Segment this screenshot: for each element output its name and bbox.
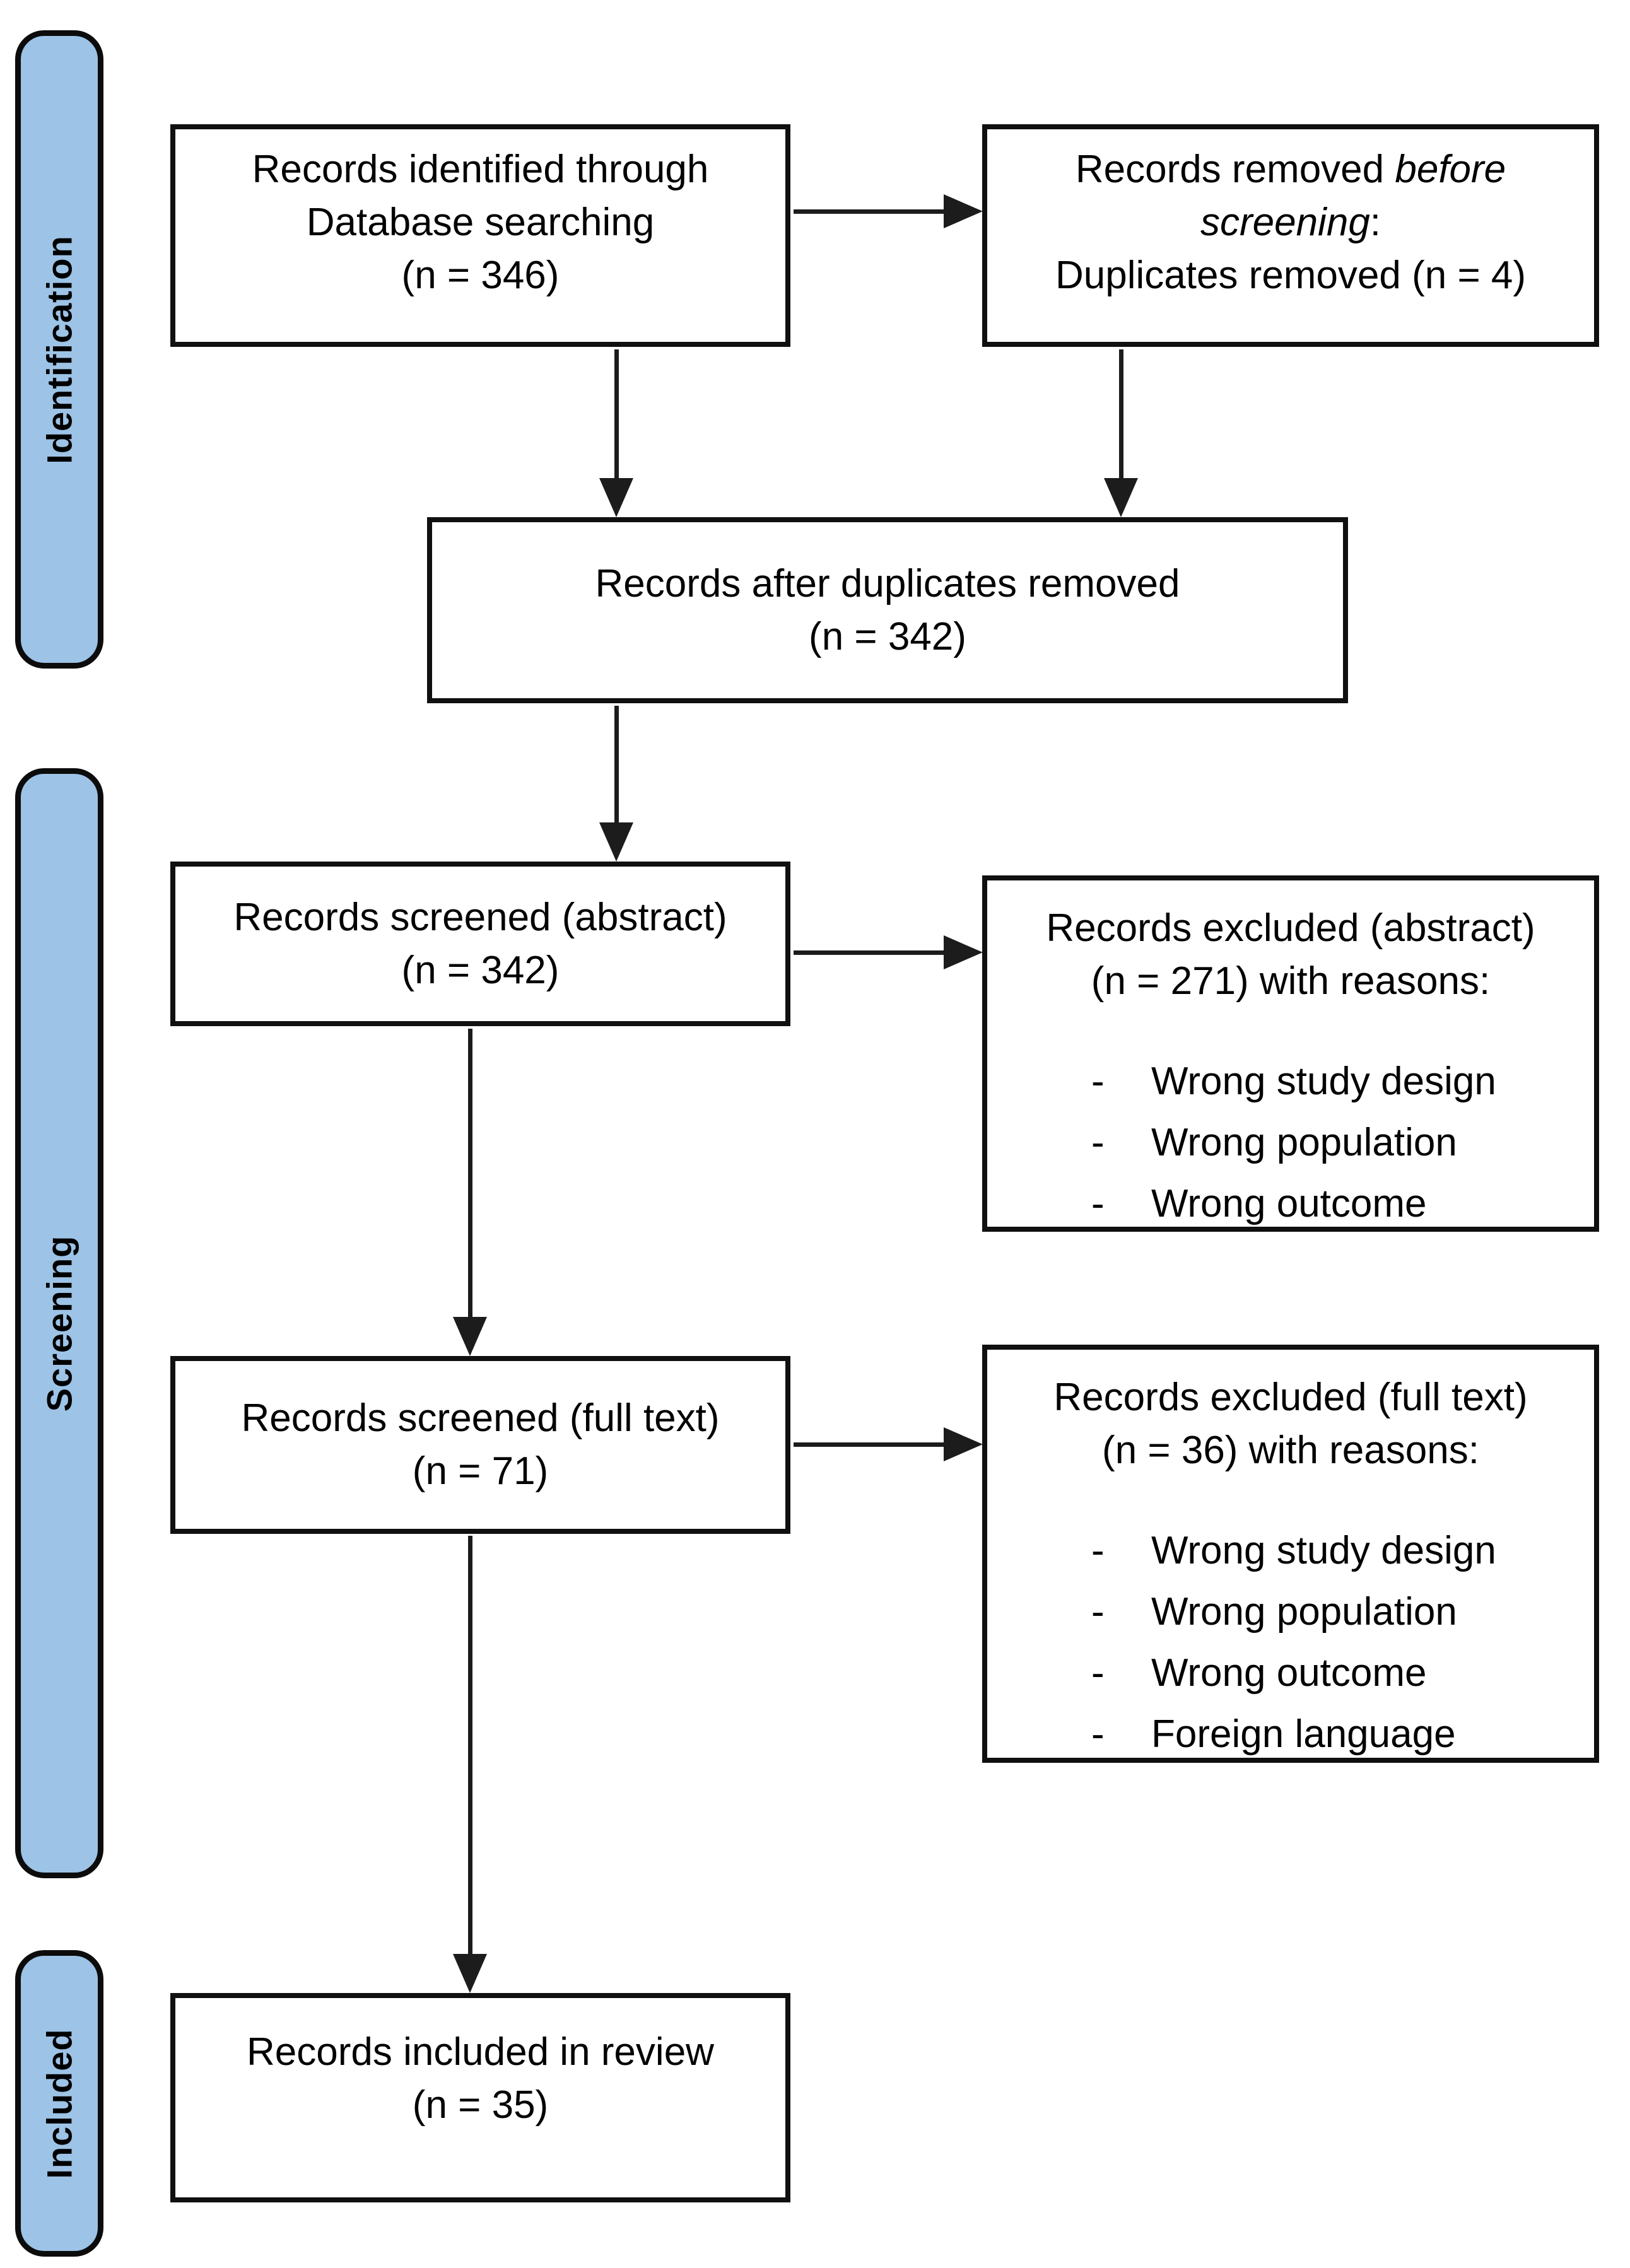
bullet-dash: - — [1091, 1651, 1105, 1695]
box-text-line: Records excluded (abstract) — [1046, 906, 1535, 950]
stage-bar-screening: Screening — [15, 768, 103, 1878]
exclusion-reason-text: Wrong study design — [1151, 1529, 1496, 1572]
exclusion-reason-text: Wrong population — [1151, 1590, 1457, 1634]
box-count-line: (n = 36) with reasons: — [1102, 1429, 1479, 1472]
exclusion-reason-list: - Wrong study design - Wrong population … — [987, 1051, 1594, 1234]
exclusion-reason-item: - Wrong population — [987, 1112, 1594, 1173]
bullet-dash: - — [1091, 1182, 1105, 1225]
exclusion-reason-item: - Wrong outcome — [987, 1642, 1594, 1704]
bullet-dash: - — [1091, 1060, 1105, 1103]
box-text-line: Database searching — [306, 201, 655, 244]
box-records-screened-fulltext: Records screened (full text) (n = 71) — [170, 1356, 790, 1534]
arrow-fulltext-to-included-head — [453, 1954, 487, 1993]
box-count-line: (n = 271) with reasons: — [1091, 959, 1491, 1003]
box-text-line: Records screened (abstract) — [233, 895, 727, 939]
bullet-dash: - — [1091, 1712, 1105, 1756]
arrow-screened-abstract-to-fulltext-line — [468, 1029, 472, 1317]
box-text-segment: Records removed — [1075, 148, 1385, 191]
box-records-after-duplicates: Records after duplicates removed (n = 34… — [427, 517, 1348, 703]
bullet-dash: - — [1091, 1590, 1105, 1634]
exclusion-reason-text: Wrong outcome — [1151, 1651, 1427, 1695]
exclusion-reason-item: - Wrong outcome — [987, 1173, 1594, 1234]
arrow-identified-to-dedup-line — [614, 349, 619, 478]
box-count-line: (n = 35) — [412, 2083, 549, 2127]
box-count-line: (n = 342) — [809, 614, 966, 658]
box-records-screened-abstract: Records screened (abstract) (n = 342) — [170, 862, 790, 1026]
box-records-included-review: Records included in review (n = 35) — [170, 1993, 790, 2202]
stage-label-identification: Identification — [39, 235, 79, 464]
arrow-dedup-to-screened-abstract-line — [614, 706, 619, 822]
box-text-line: Records after duplicates removed — [595, 561, 1180, 605]
box-text-segment: : — [1369, 201, 1381, 244]
arrow-screened-fulltext-to-excluded-line — [794, 1442, 944, 1447]
box-text-line: Records excluded (full text) — [1053, 1376, 1528, 1419]
arrow-identified-to-removed-head — [944, 194, 983, 228]
stage-bar-identification: Identification — [15, 30, 103, 669]
box-text-line: Records identified through — [252, 148, 709, 191]
box-count-line: (n = 71) — [412, 1449, 549, 1493]
box-text-line: Records removed before — [987, 143, 1594, 196]
bullet-dash: - — [1091, 1121, 1105, 1164]
stage-label-screening: Screening — [39, 1235, 79, 1412]
arrow-dedup-to-screened-abstract-head — [599, 822, 633, 862]
box-count-line: (n = 342) — [401, 948, 560, 992]
box-text-line: screening: — [987, 196, 1594, 249]
exclusion-reason-text: Wrong study design — [1151, 1060, 1496, 1103]
arrow-removed-to-dedup-line — [1119, 349, 1123, 478]
exclusion-reason-list: - Wrong study design - Wrong population … — [987, 1520, 1594, 1765]
exclusion-reason-text: Wrong population — [1151, 1121, 1457, 1164]
exclusion-reason-item: - Wrong study design — [987, 1051, 1594, 1112]
box-text-segment-italic: screening — [1200, 201, 1370, 244]
arrow-screened-fulltext-to-excluded-head — [944, 1427, 983, 1461]
exclusion-reason-item: - Wrong study design — [987, 1520, 1594, 1581]
box-records-excluded-abstract: Records excluded (abstract) (n = 271) wi… — [982, 875, 1599, 1232]
arrow-screened-abstract-to-fulltext-head — [453, 1317, 487, 1356]
arrow-identified-to-removed-line — [794, 209, 944, 214]
arrow-removed-to-dedup-head — [1104, 478, 1138, 517]
box-text-line: Records included in review — [247, 2030, 714, 2074]
exclusion-reason-item: - Wrong population — [987, 1581, 1594, 1642]
arrow-screened-abstract-to-excluded-line — [794, 950, 944, 955]
stage-label-included: Included — [39, 2028, 79, 2179]
exclusion-reason-item: - Foreign language — [987, 1704, 1594, 1765]
arrow-screened-abstract-to-excluded-head — [944, 935, 983, 969]
box-count-line: Duplicates removed (n = 4) — [1055, 254, 1527, 297]
arrow-identified-to-dedup-head — [599, 478, 633, 517]
box-records-removed-before-screening: Records removed before screening: Duplic… — [982, 124, 1599, 347]
exclusion-reason-text: Foreign language — [1151, 1712, 1456, 1756]
box-text-segment-italic: before — [1384, 148, 1506, 191]
box-count-line: (n = 346) — [401, 254, 560, 297]
box-records-identified: Records identified through Database sear… — [170, 124, 790, 347]
bullet-dash: - — [1091, 1529, 1105, 1572]
exclusion-reason-text: Wrong outcome — [1151, 1182, 1427, 1225]
box-records-excluded-fulltext: Records excluded (full text) (n = 36) wi… — [982, 1345, 1599, 1763]
stage-bar-included: Included — [15, 1950, 103, 2257]
arrow-fulltext-to-included-line — [468, 1536, 472, 1954]
box-text-line: Records screened (full text) — [241, 1396, 720, 1440]
